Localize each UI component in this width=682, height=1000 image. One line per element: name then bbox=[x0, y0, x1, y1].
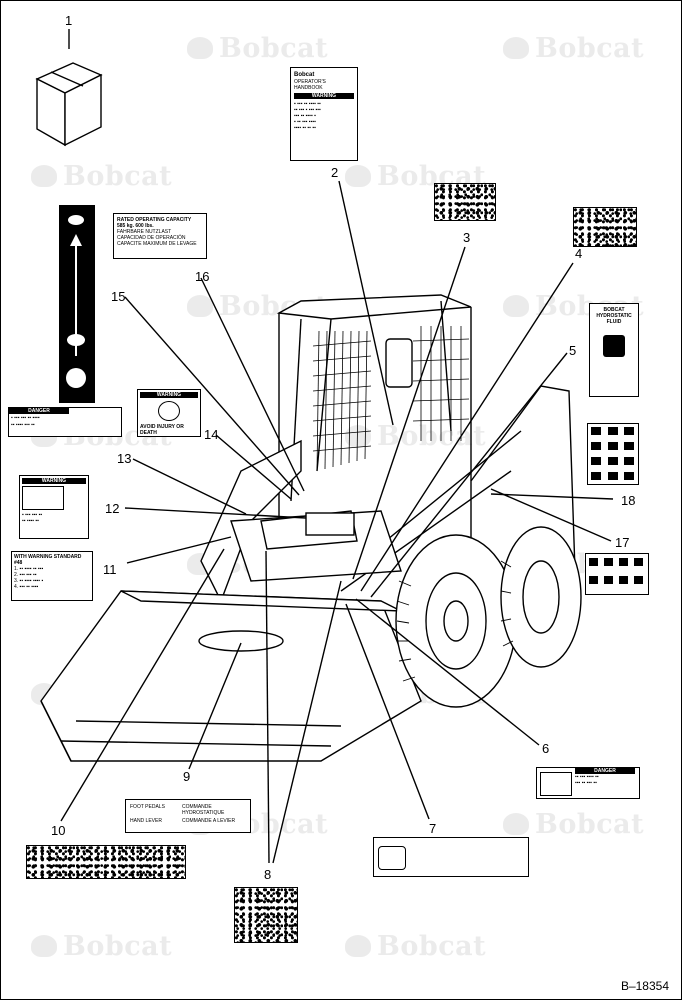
callout-5: 5 bbox=[569, 343, 577, 358]
decal-instruction-strip bbox=[585, 553, 649, 595]
bobcat-logo-icon bbox=[31, 935, 57, 957]
loader-icon bbox=[378, 846, 406, 870]
package-box-icon bbox=[35, 62, 103, 147]
bobcat-logo-icon bbox=[345, 425, 371, 447]
rabbit-icon bbox=[68, 215, 84, 225]
machine-icon bbox=[22, 486, 64, 510]
callout-7: 7 bbox=[429, 821, 437, 836]
callout-1: 1 bbox=[65, 13, 73, 28]
decal-warning-small: WARNING ▪ ▪▪▪ ▪▪▪ ▪▪ ▪▪ ▪▪▪▪ ▪▪ bbox=[19, 475, 89, 539]
decal-warning-list: WITH WARNING STANDARD #48 1. ▪▪ ▪▪▪▪ ▪▪ … bbox=[11, 551, 93, 601]
decal-instruction-grid bbox=[587, 423, 639, 485]
callout-18: 18 bbox=[621, 493, 636, 508]
bobcat-logo-icon bbox=[187, 37, 213, 59]
decal-pattern bbox=[26, 845, 186, 879]
callout-13: 13 bbox=[117, 451, 132, 466]
hazard-icon bbox=[540, 772, 572, 796]
decal-operator-handbook: Bobcat OPERATOR'S HANDBOOK WARNING ▪ ▪▪▪… bbox=[290, 67, 358, 161]
callout-12: 12 bbox=[105, 501, 120, 516]
bobcat-watermark: Bobcat bbox=[503, 809, 644, 840]
decal-danger-right: DANGER ▪▪ ▪▪▪ ▪▪▪▪ ▪▪ ▪▪▪ ▪▪ ▪▪▪ ▪▪ bbox=[536, 767, 640, 799]
operator-icon bbox=[158, 401, 180, 421]
callout-16: 16 bbox=[195, 269, 210, 284]
bobcat-watermark: Bobcat bbox=[187, 33, 328, 64]
bobcat-logo-icon bbox=[503, 37, 529, 59]
decal-carry-load-low bbox=[373, 837, 529, 877]
figure-reference: B–18354 bbox=[620, 979, 669, 993]
bobcat-logo-icon bbox=[503, 295, 529, 317]
bobcat-watermark: Bobcat bbox=[31, 931, 172, 962]
callout-14: 14 bbox=[204, 427, 219, 442]
arrow-up-icon bbox=[70, 234, 82, 246]
callout-3: 3 bbox=[463, 230, 471, 245]
bobcat-watermark: Bobcat bbox=[31, 161, 172, 192]
bobcat-watermark: Bobcat bbox=[345, 931, 486, 962]
callout-15: 15 bbox=[111, 289, 126, 304]
callout-11: 11 bbox=[103, 562, 117, 577]
callout-9: 9 bbox=[183, 769, 191, 784]
bobcat-logo-icon bbox=[345, 935, 371, 957]
decal-pattern bbox=[434, 183, 496, 221]
decal-warning-avoid-injury: WARNING AVOID INJURY OR DEATH bbox=[137, 389, 201, 437]
decal-rated-capacity: RATED OPERATING CAPACITY 585 kg. 600 lbs… bbox=[113, 213, 207, 259]
parking-icon bbox=[66, 368, 86, 388]
turtle-icon bbox=[67, 334, 85, 346]
fluid-drop-icon bbox=[603, 335, 625, 357]
decal-speed-direction bbox=[59, 205, 95, 403]
bobcat-logo-icon bbox=[31, 165, 57, 187]
bobcat-watermark: Bobcat bbox=[345, 161, 486, 192]
bobcat-logo-icon bbox=[187, 295, 213, 317]
callout-6: 6 bbox=[542, 741, 550, 756]
callout-2: 2 bbox=[331, 165, 339, 180]
decal-bilingual-controls: FOOT PEDALS COMMANDE HYDROSTATIQUE HAND … bbox=[125, 799, 251, 833]
callout-10: 10 bbox=[51, 823, 66, 838]
decal-danger-left: DANGER ▪ ▪▪▪ ▪▪▪ ▪▪ ▪▪▪▪ ▪▪ ▪▪▪▪ ▪▪▪ ▪▪ bbox=[8, 407, 122, 437]
decal-hydrostatic-fluid: BOBCAT HYDROSTATIC FLUID bbox=[589, 303, 639, 397]
callout-17: 17 bbox=[615, 535, 630, 550]
bobcat-logo-icon bbox=[345, 165, 371, 187]
callout-4: 4 bbox=[575, 246, 583, 261]
callout-8: 8 bbox=[264, 867, 272, 882]
bobcat-logo-icon bbox=[503, 813, 529, 835]
decal-pattern bbox=[573, 207, 637, 247]
decal-pattern bbox=[234, 887, 298, 943]
bobcat-watermark: Bobcat bbox=[503, 33, 644, 64]
